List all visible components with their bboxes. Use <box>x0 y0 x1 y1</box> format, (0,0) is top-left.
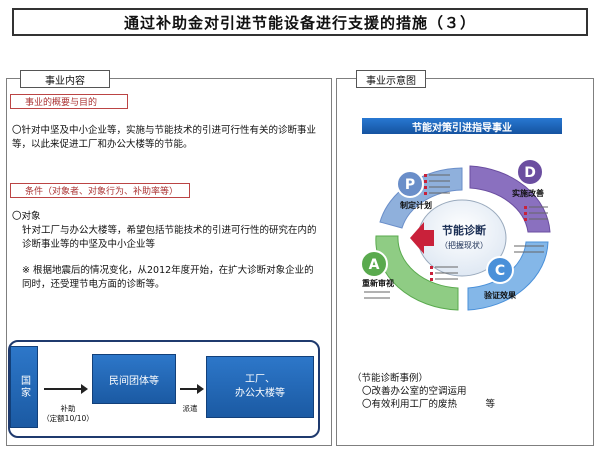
diagram-tab: 事业示意图 <box>356 70 426 88</box>
business-content-tab: 事业内容 <box>20 70 110 88</box>
plan-letter-icon <box>396 170 424 198</box>
diagram-banner: 节能对策引进指导事业 <box>362 118 562 134</box>
flow-node-facilities: 工厂、 办公大楼等 <box>206 356 314 418</box>
example-2: 〇有效利用工厂的废热 等 <box>362 399 496 410</box>
target-block: 〇对象 针对工厂与办公大楼等，希望包括节能技术的引进可行性的研究在内的诊断事业等… <box>12 210 324 252</box>
overview-label: 事业的概要与目的 <box>10 94 128 109</box>
placeholder-text-lines <box>364 174 548 299</box>
action-letter-icon <box>360 250 388 278</box>
examples-heading: （节能诊断事例） <box>352 373 429 384</box>
action-arc <box>375 235 459 311</box>
flow-node-state: 国家 <box>10 346 38 428</box>
facilities-line1: 工厂、 <box>245 374 275 385</box>
overview-text: 〇针对中坚及中小企业等，实施与节能技术的引进可行性有关的诊断事业等，以此来促进工… <box>12 125 317 150</box>
conditions-label: 条件（对象者、对象行为、补助率等） <box>10 183 190 198</box>
check-letter-icon <box>486 256 514 284</box>
target-text: 针对工厂与办公大楼等，希望包括节能技术的引进可行性的研究在内的诊断事业等的中坚及… <box>22 225 317 250</box>
do-label: 实施改善 <box>512 188 544 198</box>
flow-node-organization: 民间团体等 <box>92 354 176 404</box>
check-label: 验证效果 <box>484 290 516 300</box>
subsidy-label: 补助 （定额10/10） <box>40 404 96 424</box>
do-letter-icon <box>516 158 544 186</box>
red-arrow-icon <box>410 222 434 254</box>
center-label-2: （把握现状） <box>440 240 488 250</box>
dispatch-arrow <box>180 384 204 394</box>
svg-text:P: P <box>405 177 415 193</box>
svg-text:A: A <box>369 257 380 273</box>
do-arc <box>469 165 551 233</box>
center-label-1: 节能诊断 <box>442 223 486 237</box>
bullet-dots <box>424 174 527 281</box>
subsidy-label-line2: （定额10/10） <box>42 414 94 423</box>
page-title: 通过补助金对引进节能设备进行支援的措施（３） <box>12 8 588 36</box>
diagnosis-examples: （节能诊断事例） 〇改善办公室的空调运用 〇有效利用工厂的废热 等 <box>352 372 582 411</box>
note-text: ※ 根据地震后的情况变化，从2012年度开始，在扩大诊断对象企业的同时，还受理节… <box>22 265 314 290</box>
plan-arc <box>379 167 463 229</box>
action-label: 重新审视 <box>362 278 394 288</box>
dispatch-label: 派遣 <box>182 404 198 413</box>
svg-text:C: C <box>495 263 505 279</box>
facilities-line2: 办公大楼等 <box>235 388 285 399</box>
pdca-cycle-diagram: P D C A 节能诊断 （把握现状） 制定计划 实施改善 验证效果 重新审视 <box>360 158 551 311</box>
example-1: 〇改善办公室的空调运用 <box>362 386 467 397</box>
target-heading: 〇对象 <box>12 211 41 222</box>
subsidy-label-line1: 补助 <box>60 404 76 413</box>
plan-label: 制定计划 <box>400 200 432 210</box>
svg-text:D: D <box>524 165 536 181</box>
subsidy-arrow <box>44 384 88 394</box>
